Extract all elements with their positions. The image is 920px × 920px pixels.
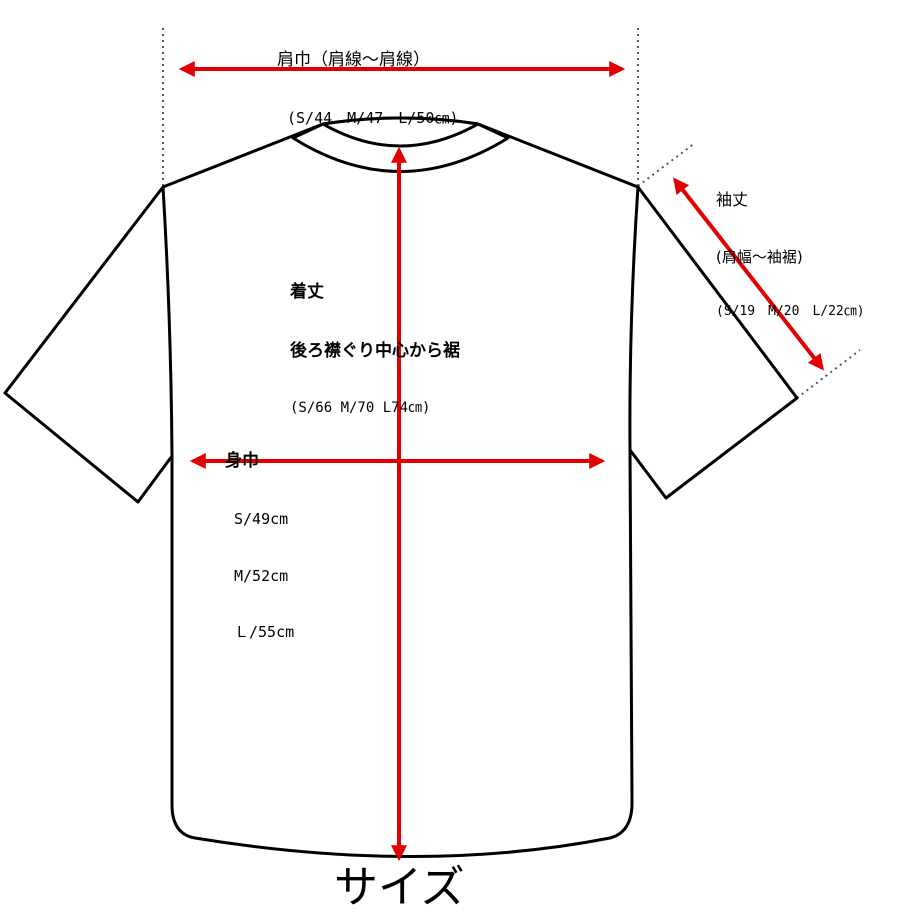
left-sleeve-seam [161,186,174,457]
guide-lines [162,28,861,399]
sleeve-top-guide [637,142,696,187]
sleeve-length-sizes: (S/19 M/20 L/22㎝) [716,304,865,320]
sleeve-length-arrow [673,177,824,371]
sleeve-bottom-guide [796,349,861,399]
chest-width-size-m: M/52cm [234,566,289,585]
right-sleeve-seam [628,186,640,451]
sleeve-length-label: 袖丈 (肩幅～袖裾) (S/19 M/20 L/22㎝) [716,152,865,339]
shoulder-width-label: 肩巾（肩線～肩線） (S/44 M/47 L/50㎝) [277,12,458,146]
chest-width-title: 身巾 [225,451,259,472]
measurement-arrows [178,61,824,862]
size-caption: サイズ [334,862,465,913]
body-length-sizes: (S/66 M/70 L74㎝) [290,399,431,416]
chest-width-size-s: S/49cm [234,510,289,529]
collar-inner [322,122,479,148]
chest-width-label: 身巾 S/49cm M/52cm Ｌ/55cm [225,413,294,660]
body-length-label: 着丈 後ろ襟ぐり中心から裾 (S/66 M/70 L74㎝) [290,244,460,436]
chest-width-size-l: Ｌ/55cm [234,622,295,641]
shoulder-width-title: 肩巾（肩線～肩線） [277,50,430,71]
body-length-title: 着丈 [290,282,324,303]
sleeve-length-subtitle: (肩幅～袖裾) [716,247,803,266]
shoulder-width-sizes: (S/44 M/47 L/50㎝) [287,109,459,128]
body-length-subtitle: 後ろ襟ぐり中心から裾 [290,341,460,362]
sleeve-length-title: 袖丈 [716,190,749,210]
